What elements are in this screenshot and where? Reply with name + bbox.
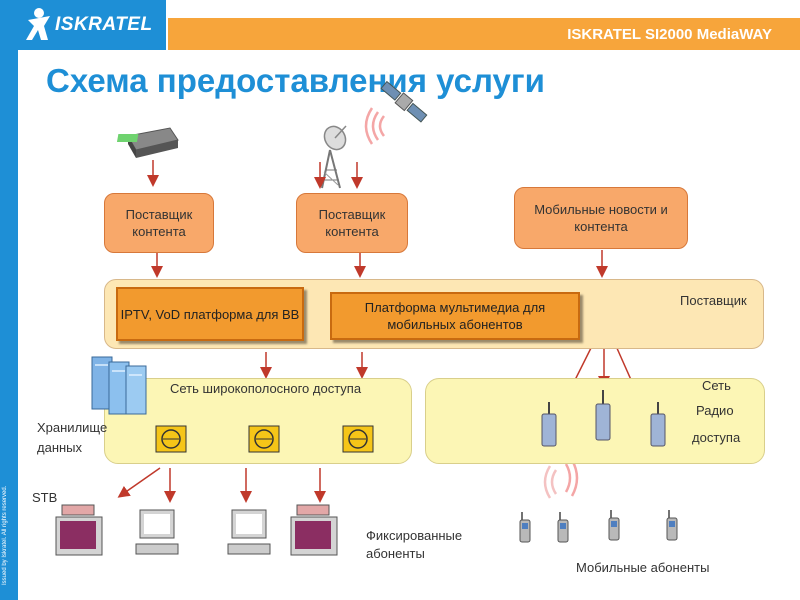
radio-network-label-line3: доступа xyxy=(692,430,741,445)
radio-network-label-line2: Радио xyxy=(696,403,734,418)
fixed-subscribers-line1: Фиксированные xyxy=(366,528,463,543)
tv-with-stb-icon xyxy=(55,504,103,556)
header-bar: ISKRATEL SI2000 MediaWAY xyxy=(168,18,800,50)
desktop-pc-icon xyxy=(227,509,271,555)
logo-figure-icon xyxy=(26,8,50,40)
media-device-icon xyxy=(116,127,179,158)
fixed-subscribers-line2: абоненты xyxy=(366,546,425,561)
provider-label: Поставщик xyxy=(680,293,747,308)
desktop-pc-icon xyxy=(135,509,179,555)
radio-network-band xyxy=(425,378,765,464)
mobile-phone-icon xyxy=(557,512,569,543)
mobile-subscribers-label: Мобильные абоненты xyxy=(576,560,710,575)
mobile-phone-icon xyxy=(519,512,531,543)
slide-title: Схема предоставления услуги xyxy=(46,62,545,99)
network-switch-icon xyxy=(248,425,280,453)
mobile-news-box: Мобильные новости и контента xyxy=(514,187,688,249)
mobile-radio-waves-icon xyxy=(543,459,579,499)
product-title: ISKRATEL SI2000 MediaWAY xyxy=(567,26,772,43)
base-station-icon xyxy=(595,390,611,441)
logo-text: ISKRATEL xyxy=(55,14,153,35)
content-provider-box-1: Поставщик контента xyxy=(104,193,214,253)
base-station-icon xyxy=(541,402,557,447)
data-storage-servers-icon xyxy=(91,356,147,415)
network-switch-icon xyxy=(155,425,187,453)
radio-network-label-line1: Сеть xyxy=(702,378,731,393)
multimedia-platform-box: Платформа мультимедиа для мобильных абон… xyxy=(330,292,580,340)
mobile-phone-icon xyxy=(666,510,678,541)
network-switch-icon xyxy=(342,425,374,453)
content-provider-box-2: Поставщик контента xyxy=(296,193,408,253)
storage-label-line2: данных xyxy=(37,440,83,455)
storage-label-line1: Хранилище xyxy=(37,420,108,435)
left-sidebar-stripe xyxy=(0,0,18,600)
stb-label: STB xyxy=(32,490,58,505)
logo-panel: ISKRATEL xyxy=(18,0,166,50)
satellite-icon xyxy=(380,80,428,123)
mobile-phone-icon xyxy=(608,510,620,541)
base-station-icon xyxy=(650,402,666,447)
radio-waves-icon xyxy=(364,107,386,145)
tv-with-stb-icon xyxy=(290,504,338,556)
broadband-network-label: Сеть широкополосного доступа xyxy=(170,381,362,396)
broadcast-tower-icon xyxy=(321,125,347,189)
iptv-vod-platform-box: IPTV, VoD платформа для ВВ xyxy=(116,287,304,341)
